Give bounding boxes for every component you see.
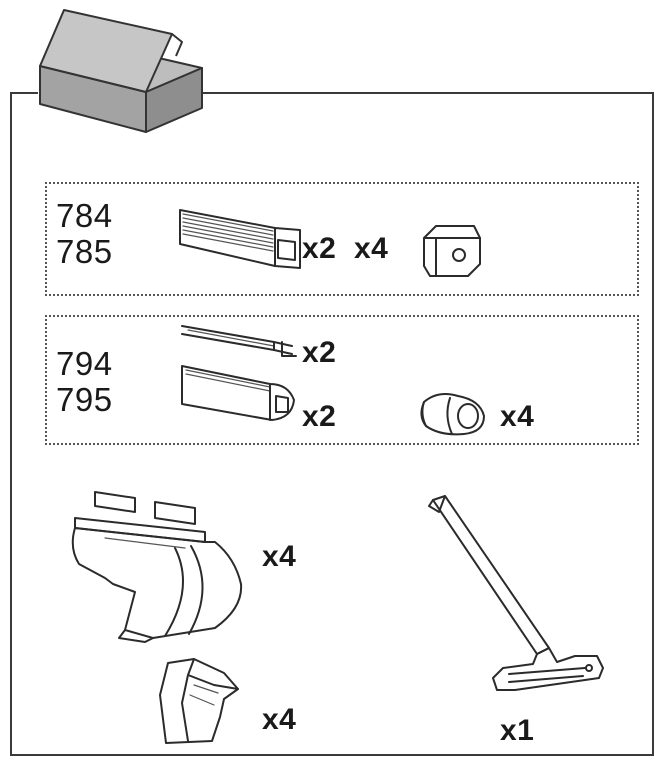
end-cap-square-icon: [423, 225, 481, 277]
cap-qty-a: x4: [354, 232, 389, 265]
frame-top-left: [10, 92, 38, 94]
pad-qty: x4: [262, 703, 297, 736]
end-cap-aero-icon: [420, 393, 485, 436]
foot-pad-icon: [159, 658, 239, 744]
frame-top-right: [200, 92, 654, 94]
bar-group-794-795: [45, 315, 639, 445]
package-box-icon: [39, 9, 203, 133]
part-code-785: 785: [56, 233, 113, 270]
bar-qty-a: x2: [302, 232, 337, 265]
kit-frame: [10, 92, 654, 756]
part-code-795: 795: [56, 381, 113, 418]
foot-qty: x4: [262, 540, 297, 573]
rubber-strip-icon: [181, 325, 297, 357]
aero-bar-icon: [181, 365, 295, 421]
tool-qty: x1: [500, 714, 535, 747]
torque-key-icon: [428, 495, 604, 691]
cap-qty-b: x4: [500, 400, 535, 433]
part-code-794: 794: [56, 345, 113, 382]
strip-qty-b: x2: [302, 336, 337, 369]
part-code-784: 784: [56, 197, 113, 234]
bar-qty-b: x2: [302, 400, 337, 433]
roof-foot-icon: [71, 491, 243, 643]
square-bar-icon: [179, 209, 301, 269]
bar-group-784-785: [45, 182, 639, 296]
